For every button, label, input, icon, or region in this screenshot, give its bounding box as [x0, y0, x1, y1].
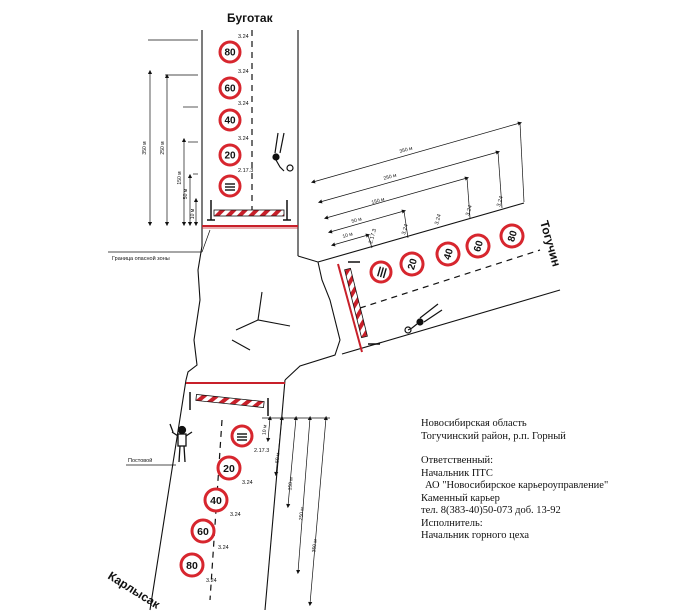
road-label-bottom: Карлысак — [105, 569, 163, 612]
dimension-labels-east: 10 м 50 м 150 м 250 м 350 м — [342, 145, 414, 240]
svg-text:250 м: 250 м — [298, 506, 305, 520]
danger-zone-lines — [186, 225, 363, 384]
svg-text:350 м: 350 м — [142, 141, 148, 155]
flagman-east-icon — [404, 303, 443, 334]
speed-limit-80-sign-east: 80 — [499, 223, 525, 249]
info-district: Тогучинский район, р.п. Горный — [421, 430, 566, 442]
artificial-bump-sign-south — [230, 424, 254, 448]
svg-text:3.24: 3.24 — [434, 214, 443, 226]
svg-text:3.24: 3.24 — [238, 136, 249, 142]
signs-north: 80 60 40 20 3.24 3.24 3.24 3.24 2.17.3 — [218, 34, 253, 198]
barrier-south — [189, 392, 269, 416]
svg-text:250 м: 250 м — [160, 141, 166, 155]
signs-south: 20 40 60 80 2.17.3 3.24 3.24 3.24 3.24 — [179, 424, 269, 584]
svg-text:2.17.3: 2.17.3 — [254, 448, 269, 454]
svg-text:80: 80 — [506, 229, 520, 243]
flagman-north-icon — [272, 132, 294, 172]
speed-limit-60-sign-east: 60 — [465, 233, 491, 259]
svg-text:40: 40 — [210, 495, 222, 507]
dimensions-east — [310, 121, 525, 249]
svg-text:3.24: 3.24 — [238, 69, 249, 75]
svg-text:80: 80 — [224, 48, 236, 59]
info-responsible-heading: Ответственный: — [421, 455, 494, 466]
svg-text:150 м: 150 м — [371, 196, 386, 206]
svg-text:Постовой: Постовой — [128, 457, 152, 464]
svg-text:3.24: 3.24 — [238, 34, 249, 40]
barrier-east — [344, 261, 380, 345]
post-label: Постовой — [126, 457, 176, 466]
svg-text:3.24: 3.24 — [496, 196, 505, 208]
info-quarry: Каменный карьер — [421, 492, 500, 504]
speed-limit-20-sign-east: 20 — [399, 251, 425, 277]
svg-text:2.17.3: 2.17.3 — [238, 168, 253, 174]
artificial-bump-sign-east — [369, 260, 393, 284]
dimensions-north — [147, 39, 199, 227]
info-executor-heading: Исполнитель: — [421, 517, 483, 529]
svg-text:150 м: 150 м — [287, 476, 294, 490]
dimension-labels-south: 10 м 50 м 150 м 250 м 350 м — [261, 424, 318, 553]
speed-limit-60-sign-south: 60 — [190, 518, 216, 544]
svg-text:20: 20 — [223, 463, 235, 475]
road-label-top: Буготак — [227, 11, 274, 25]
svg-text:3.24: 3.24 — [401, 224, 410, 236]
speed-limit-40-sign-east: 40 — [435, 241, 461, 267]
svg-text:80: 80 — [186, 560, 198, 572]
speed-limit-20-sign-north: 20 — [218, 143, 242, 167]
svg-text:10 м: 10 м — [261, 424, 268, 436]
danger-zone-label: Граница опасной зоны — [108, 229, 211, 262]
svg-text:3.24: 3.24 — [206, 578, 217, 584]
svg-text:10 м: 10 м — [342, 231, 354, 240]
svg-text:3.24: 3.24 — [238, 101, 249, 107]
svg-text:10 м: 10 м — [190, 208, 196, 219]
info-phone: тел. 8(383-40)50-073 доб. 13-92 — [421, 505, 561, 516]
svg-text:150 м: 150 м — [177, 171, 183, 185]
svg-text:20: 20 — [406, 257, 420, 271]
svg-text:3.24: 3.24 — [218, 545, 229, 551]
info-region: Новосибирская область — [421, 418, 527, 429]
svg-text:60: 60 — [197, 526, 209, 538]
svg-text:50 м: 50 м — [351, 216, 363, 225]
dimensions-south — [262, 415, 330, 607]
barrier-north — [207, 200, 291, 221]
flagman-south-icon — [169, 423, 193, 463]
svg-text:3.24: 3.24 — [230, 512, 241, 518]
speed-limit-40-sign-south: 40 — [203, 487, 229, 513]
svg-text:3.24: 3.24 — [242, 480, 253, 486]
svg-text:40: 40 — [224, 116, 236, 127]
svg-text:50 м: 50 м — [183, 188, 189, 199]
svg-text:2.17.3: 2.17.3 — [368, 228, 378, 244]
svg-text:60: 60 — [472, 239, 486, 253]
info-executor-role: Начальник горного цеха — [421, 530, 530, 541]
svg-text:60: 60 — [224, 84, 236, 95]
svg-text:20: 20 — [224, 151, 236, 162]
info-responsible-role: Начальник ПТС — [421, 467, 493, 479]
signs-east: 20 40 60 80 2.17.3 3.24 3.24 3.24 3.24 — [368, 196, 525, 284]
speed-limit-80-sign-south: 80 — [179, 552, 205, 578]
speed-limit-40-sign-north: 40 — [218, 108, 242, 132]
svg-text:350 м: 350 м — [311, 538, 318, 552]
artificial-bump-sign-north — [218, 174, 242, 198]
svg-text:50 м: 50 м — [274, 452, 281, 464]
svg-text:40: 40 — [442, 247, 456, 261]
info-block: Новосибирская область Тогучинский район,… — [421, 418, 691, 543]
speed-limit-80-sign-north: 80 — [218, 40, 242, 64]
svg-text:350 м: 350 м — [399, 145, 414, 155]
road-label-right: Тогучин — [537, 219, 563, 268]
speed-limit-20-sign-south: 20 — [216, 455, 242, 481]
svg-text:250 м: 250 м — [383, 172, 398, 182]
dimension-labels-north: 350 м 250 м 150 м 50 м 10 м — [142, 141, 196, 219]
svg-text:Граница опасной зоны: Граница опасной зоны — [112, 255, 170, 262]
speed-limit-60-sign-north: 60 — [218, 76, 242, 100]
info-company: АО "Новосибирское карьероуправление" — [425, 480, 609, 491]
